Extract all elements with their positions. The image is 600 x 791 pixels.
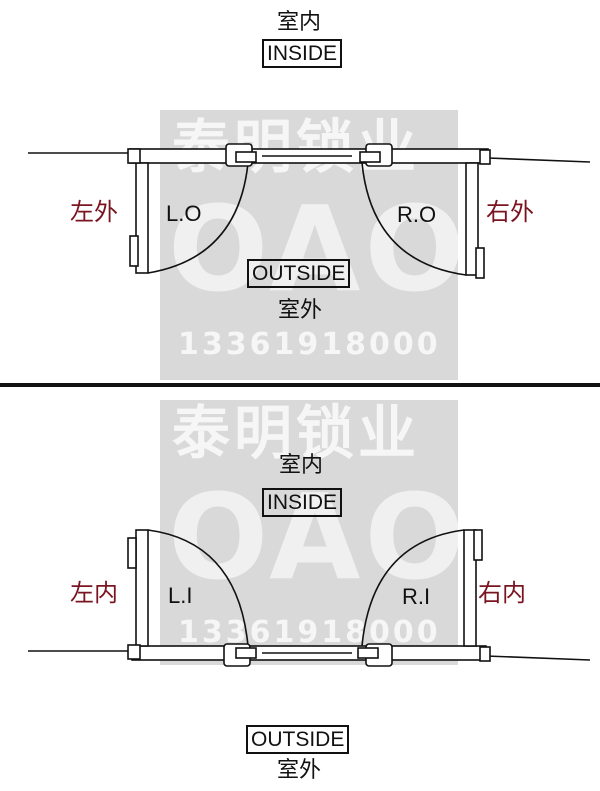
bottom-right-side-label: 右内 (478, 579, 526, 607)
top-right-door (359, 143, 491, 279)
bottom-left-side-label: 左内 (70, 579, 118, 607)
top-inside-cn: 室内 (277, 10, 322, 35)
top-left-side-label: 左外 (70, 198, 118, 226)
watermark-panel-bottom (160, 400, 458, 665)
top-left-door (127, 143, 257, 274)
bottom-inside-cn: 室内 (279, 453, 324, 478)
watermark-brand-bottom: 泰明锁业 (172, 399, 421, 467)
top-wall (28, 148, 591, 164)
bottom-right-door-code: R.I (402, 584, 431, 609)
bottom-left-door (127, 529, 257, 667)
watermark-phone-bottom: 13361918000 (178, 615, 441, 650)
bottom-inside-en: INSIDE (262, 488, 343, 517)
bottom-right-door (357, 529, 491, 667)
watermark-phone-top: 13361918000 (178, 327, 441, 362)
watermark-logo-top: OAO (168, 180, 469, 318)
bottom-outside-en: OUTSIDE (246, 725, 350, 754)
top-outside-cn: 室外 (278, 298, 323, 323)
bottom-left-door-code: L.I (168, 583, 193, 608)
bottom-outside-cn: 室外 (277, 758, 322, 783)
top-left-door-code: L.O (166, 201, 202, 226)
watermark-logo-bottom: OAO (168, 468, 469, 606)
top-right-door-code: R.O (397, 202, 437, 227)
top-inside-en: INSIDE (262, 39, 343, 68)
bottom-wall (28, 645, 591, 661)
top-outside-en: OUTSIDE (247, 259, 351, 288)
top-right-side-label: 右外 (486, 198, 534, 226)
